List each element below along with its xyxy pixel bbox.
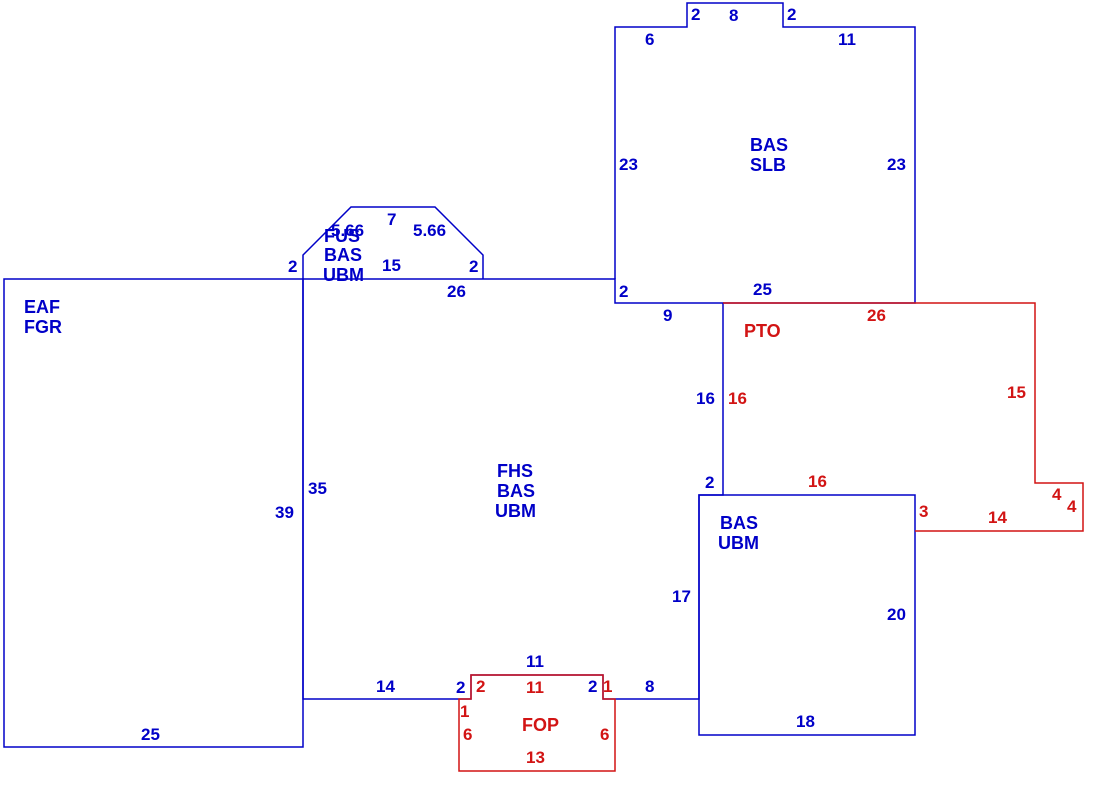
dim-slb-bump-top: 8 — [729, 6, 738, 25]
fus-bay-outline — [302, 206, 484, 279]
dim-fus-top: 7 — [387, 210, 396, 229]
dimension-labels-porch: 26 15 4 4 14 3 16 16 2 1 11 1 6 6 13 — [460, 306, 1077, 767]
bas-ubm-code-label: BAS — [720, 513, 758, 533]
dim-fhs-top-step: 2 — [619, 282, 628, 301]
dim-pto-jog-a: 4 — [1052, 485, 1062, 504]
dim-fhs-top: 26 — [447, 282, 466, 301]
dim-fop-bottom: 13 — [526, 748, 545, 767]
dim-slb-bottom: 25 — [753, 280, 772, 299]
dim-fop-step-right-top: 1 — [603, 677, 612, 696]
dim-fhs-right-upper: 16 — [696, 389, 715, 408]
dim-eaf-side: 39 — [275, 503, 294, 522]
dim-slb-bump-left: 2 — [691, 5, 700, 24]
pto-code-label: PTO — [744, 321, 781, 341]
dim-fhs-top-right: 9 — [663, 306, 672, 325]
outlines — [3, 2, 1084, 772]
dim-fop-left: 6 — [463, 725, 472, 744]
bas-slb-sub-label: SLB — [750, 155, 786, 175]
fop-porch-outline — [458, 674, 616, 772]
dim-pto-right: 15 — [1007, 383, 1026, 402]
dim-fop-step-left-side: 1 — [460, 702, 469, 721]
dim-pto-bottom: 14 — [988, 508, 1007, 527]
fus-code-label: FUS — [324, 226, 360, 246]
fhs-code-label: FHS — [497, 461, 533, 481]
pto-patio-outline — [723, 302, 1084, 532]
dim-fop-top: 11 — [526, 678, 544, 697]
eaf-code-label: EAF — [24, 297, 60, 317]
fhs-sub1-label: BAS — [497, 481, 535, 501]
fop-code-label: FOP — [522, 715, 559, 735]
fus-sub2-label: UBM — [323, 265, 364, 285]
dim-fhs-notch-left: 2 — [456, 678, 465, 697]
dim-ubm-bottom: 18 — [796, 712, 815, 731]
dim-fhs-right-lower: 17 — [672, 587, 691, 606]
dimension-labels-main: 25 39 35 14 2 11 2 8 17 2 16 9 2 26 2 5.… — [141, 5, 906, 744]
dim-pto-top: 26 — [867, 306, 886, 325]
bas-ubm-sub-label: UBM — [718, 533, 759, 553]
dim-slb-top-left: 6 — [645, 30, 654, 49]
dim-slb-bump-right: 2 — [787, 5, 796, 24]
dim-fhs-step: 2 — [705, 473, 714, 492]
dim-fus-right: 2 — [469, 257, 478, 276]
dim-fus-diag-left: 5.66 — [331, 221, 364, 240]
dim-fhs-notch-top: 11 — [526, 652, 544, 671]
dim-fus-diag-right: 5.66 — [413, 221, 446, 240]
dim-fhs-left: 35 — [308, 479, 327, 498]
dim-ubm-right: 20 — [887, 605, 906, 624]
dim-fus-bottom: 15 — [382, 256, 401, 275]
bas-ubm-outline — [698, 494, 916, 736]
dim-pto-bottom-left: 16 — [808, 472, 827, 491]
fhs-sub2-label: UBM — [495, 501, 536, 521]
fus-sub1-label: BAS — [324, 245, 362, 265]
dim-fhs-bottom-right: 8 — [645, 677, 654, 696]
dim-fhs-bottom-left: 14 — [376, 677, 395, 696]
dim-fhs-notch-right: 2 — [588, 677, 597, 696]
dim-pto-jog-b: 4 — [1067, 497, 1077, 516]
dim-slb-left: 23 — [619, 155, 638, 174]
dim-slb-right: 23 — [887, 155, 906, 174]
dim-fus-left: 2 — [288, 257, 297, 276]
bas-slb-outline — [614, 2, 916, 304]
dim-slb-top-right: 11 — [838, 30, 856, 49]
bas-slb-code-label: BAS — [750, 135, 788, 155]
dim-fop-step-left-top: 2 — [476, 677, 485, 696]
area-labels: EAF FGR FHS BAS UBM FUS BAS UBM BAS SLB … — [24, 135, 788, 735]
dim-eaf-bottom: 25 — [141, 725, 160, 744]
dim-pto-left: 16 — [728, 389, 747, 408]
eaf-sub-label: FGR — [24, 317, 62, 337]
dim-fop-right: 6 — [600, 725, 609, 744]
dim-pto-step: 3 — [919, 502, 928, 521]
eaf-garage-outline — [3, 278, 304, 748]
